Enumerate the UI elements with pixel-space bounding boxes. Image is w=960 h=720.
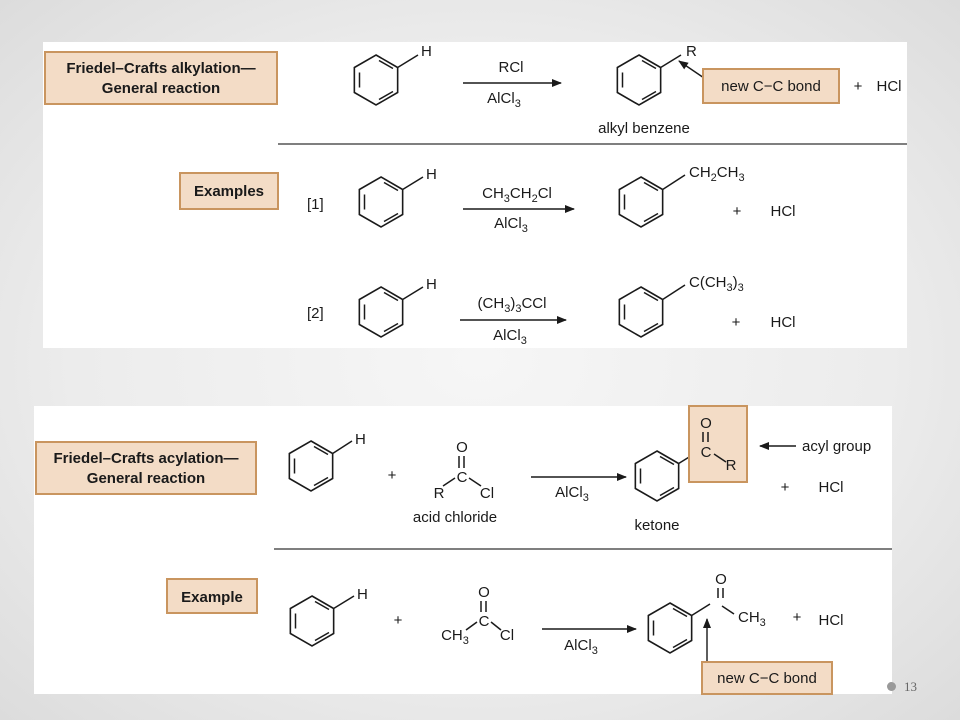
alkyl-benzene-label: alkyl benzene (598, 120, 690, 137)
example-1-catalyst: AlCl3 (494, 215, 528, 235)
acyl-example-benzene (289, 595, 335, 647)
ketone-r: R (726, 457, 737, 474)
ketone-benzene (634, 450, 680, 502)
plus-sign: + (854, 78, 863, 95)
benzene-reactant (353, 54, 399, 106)
acetophenone-benzene (647, 602, 693, 654)
alkylation-title-box (44, 51, 278, 105)
acetyl-cl: Cl (500, 627, 514, 644)
acyl-hcl: HCl (819, 479, 844, 496)
acetyl-methyl: CH3 (441, 627, 469, 647)
acyl-benzene-reactant (288, 440, 334, 492)
acid-chloride-r: R (434, 485, 445, 502)
acid-chloride-oxygen: O (456, 439, 468, 456)
alkylation-title-line1: Friedel–Crafts alkylation— (66, 60, 255, 77)
example-2-benzene-product (618, 286, 664, 338)
alkylation-title-line2: General reaction (102, 80, 220, 97)
ketone-label: ketone (634, 517, 679, 534)
alkylation-catalyst: AlCl3 (487, 90, 521, 110)
example-2-hydrogen: H (426, 276, 437, 293)
example-2-catalyst: AlCl3 (493, 327, 527, 347)
acyl-plus-1: + (388, 467, 397, 484)
example-1-index: [1] (307, 196, 324, 213)
acyl-example-catalyst: AlCl3 (564, 637, 598, 657)
acyl-catalyst: AlCl3 (555, 484, 589, 504)
acetophenone-oxygen: O (715, 571, 727, 588)
acyl-group-label: acyl group (802, 438, 871, 455)
alkylation-panel: Friedel–Crafts alkylation— General react… (43, 42, 907, 348)
acyl-hydrogen: H (355, 431, 366, 448)
acyl-example-hydrogen: H (357, 586, 368, 603)
example-1-product-group: CH2CH3 (689, 164, 745, 184)
hydrogen-label: H (421, 43, 432, 60)
examples-box (179, 172, 279, 210)
examples-label: Examples (194, 183, 264, 200)
new-bond-box (702, 68, 840, 104)
example-1-hcl: HCl (771, 203, 796, 220)
acetophenone-methyl: CH3 (738, 609, 766, 629)
acylation-title-line2: General reaction (87, 470, 205, 487)
alkylation-scheme: Friedel–Crafts alkylation— General react… (44, 43, 907, 347)
acylation-title-box (35, 441, 257, 495)
new-bond-label: new C−C bond (721, 78, 821, 95)
ketone-carbon: C (701, 444, 712, 461)
acid-chloride-cl: Cl (480, 485, 494, 502)
acid-chloride-carbon: C (457, 469, 468, 486)
acyl-example-plus-2: + (793, 609, 802, 626)
example-1-reagent: CH3CH2Cl (482, 185, 552, 205)
slide-dot (887, 682, 896, 691)
example-1-hydrogen: H (426, 166, 437, 183)
example-2-index: [2] (307, 305, 324, 322)
ketone-oxygen: O (700, 415, 712, 432)
acid-chloride-label: acid chloride (413, 509, 497, 526)
acyl-plus-2: + (781, 479, 790, 496)
acylation-scheme: Friedel–Crafts acylation— General reacti… (35, 405, 892, 695)
acylation-title-line1: Friedel–Crafts acylation— (53, 450, 238, 467)
r-group-label: R (686, 43, 697, 60)
example-1-benzene-product (618, 176, 664, 228)
acyl-new-bond-label: new C−C bond (717, 670, 817, 687)
acetyl-oxygen: O (478, 584, 490, 601)
example-2-benzene-reactant (358, 286, 404, 338)
example-1-benzene-reactant (358, 176, 404, 228)
example-2-plus: + (732, 314, 741, 331)
hcl-byproduct: HCl (877, 78, 902, 95)
example-1-plus: + (733, 203, 742, 220)
acetyl-carbon: C (479, 613, 490, 630)
example-label: Example (181, 589, 243, 606)
acyl-example-hcl: HCl (819, 612, 844, 629)
example-2-reagent: (CH3)3CCl (478, 295, 547, 315)
alkylation-reagent: RCl (499, 59, 524, 76)
example-2-hcl: HCl (771, 314, 796, 331)
acyl-new-bond-box (701, 661, 833, 695)
benzene-product (616, 54, 662, 106)
slide-number: 13 (904, 679, 917, 694)
acylation-panel: Friedel–Crafts acylation— General reacti… (34, 405, 892, 695)
acyl-example-plus-1: + (394, 612, 403, 629)
acyl-group-box (688, 405, 748, 483)
example-2-product-group: C(CH3)3 (689, 274, 744, 294)
example-box (166, 578, 258, 614)
